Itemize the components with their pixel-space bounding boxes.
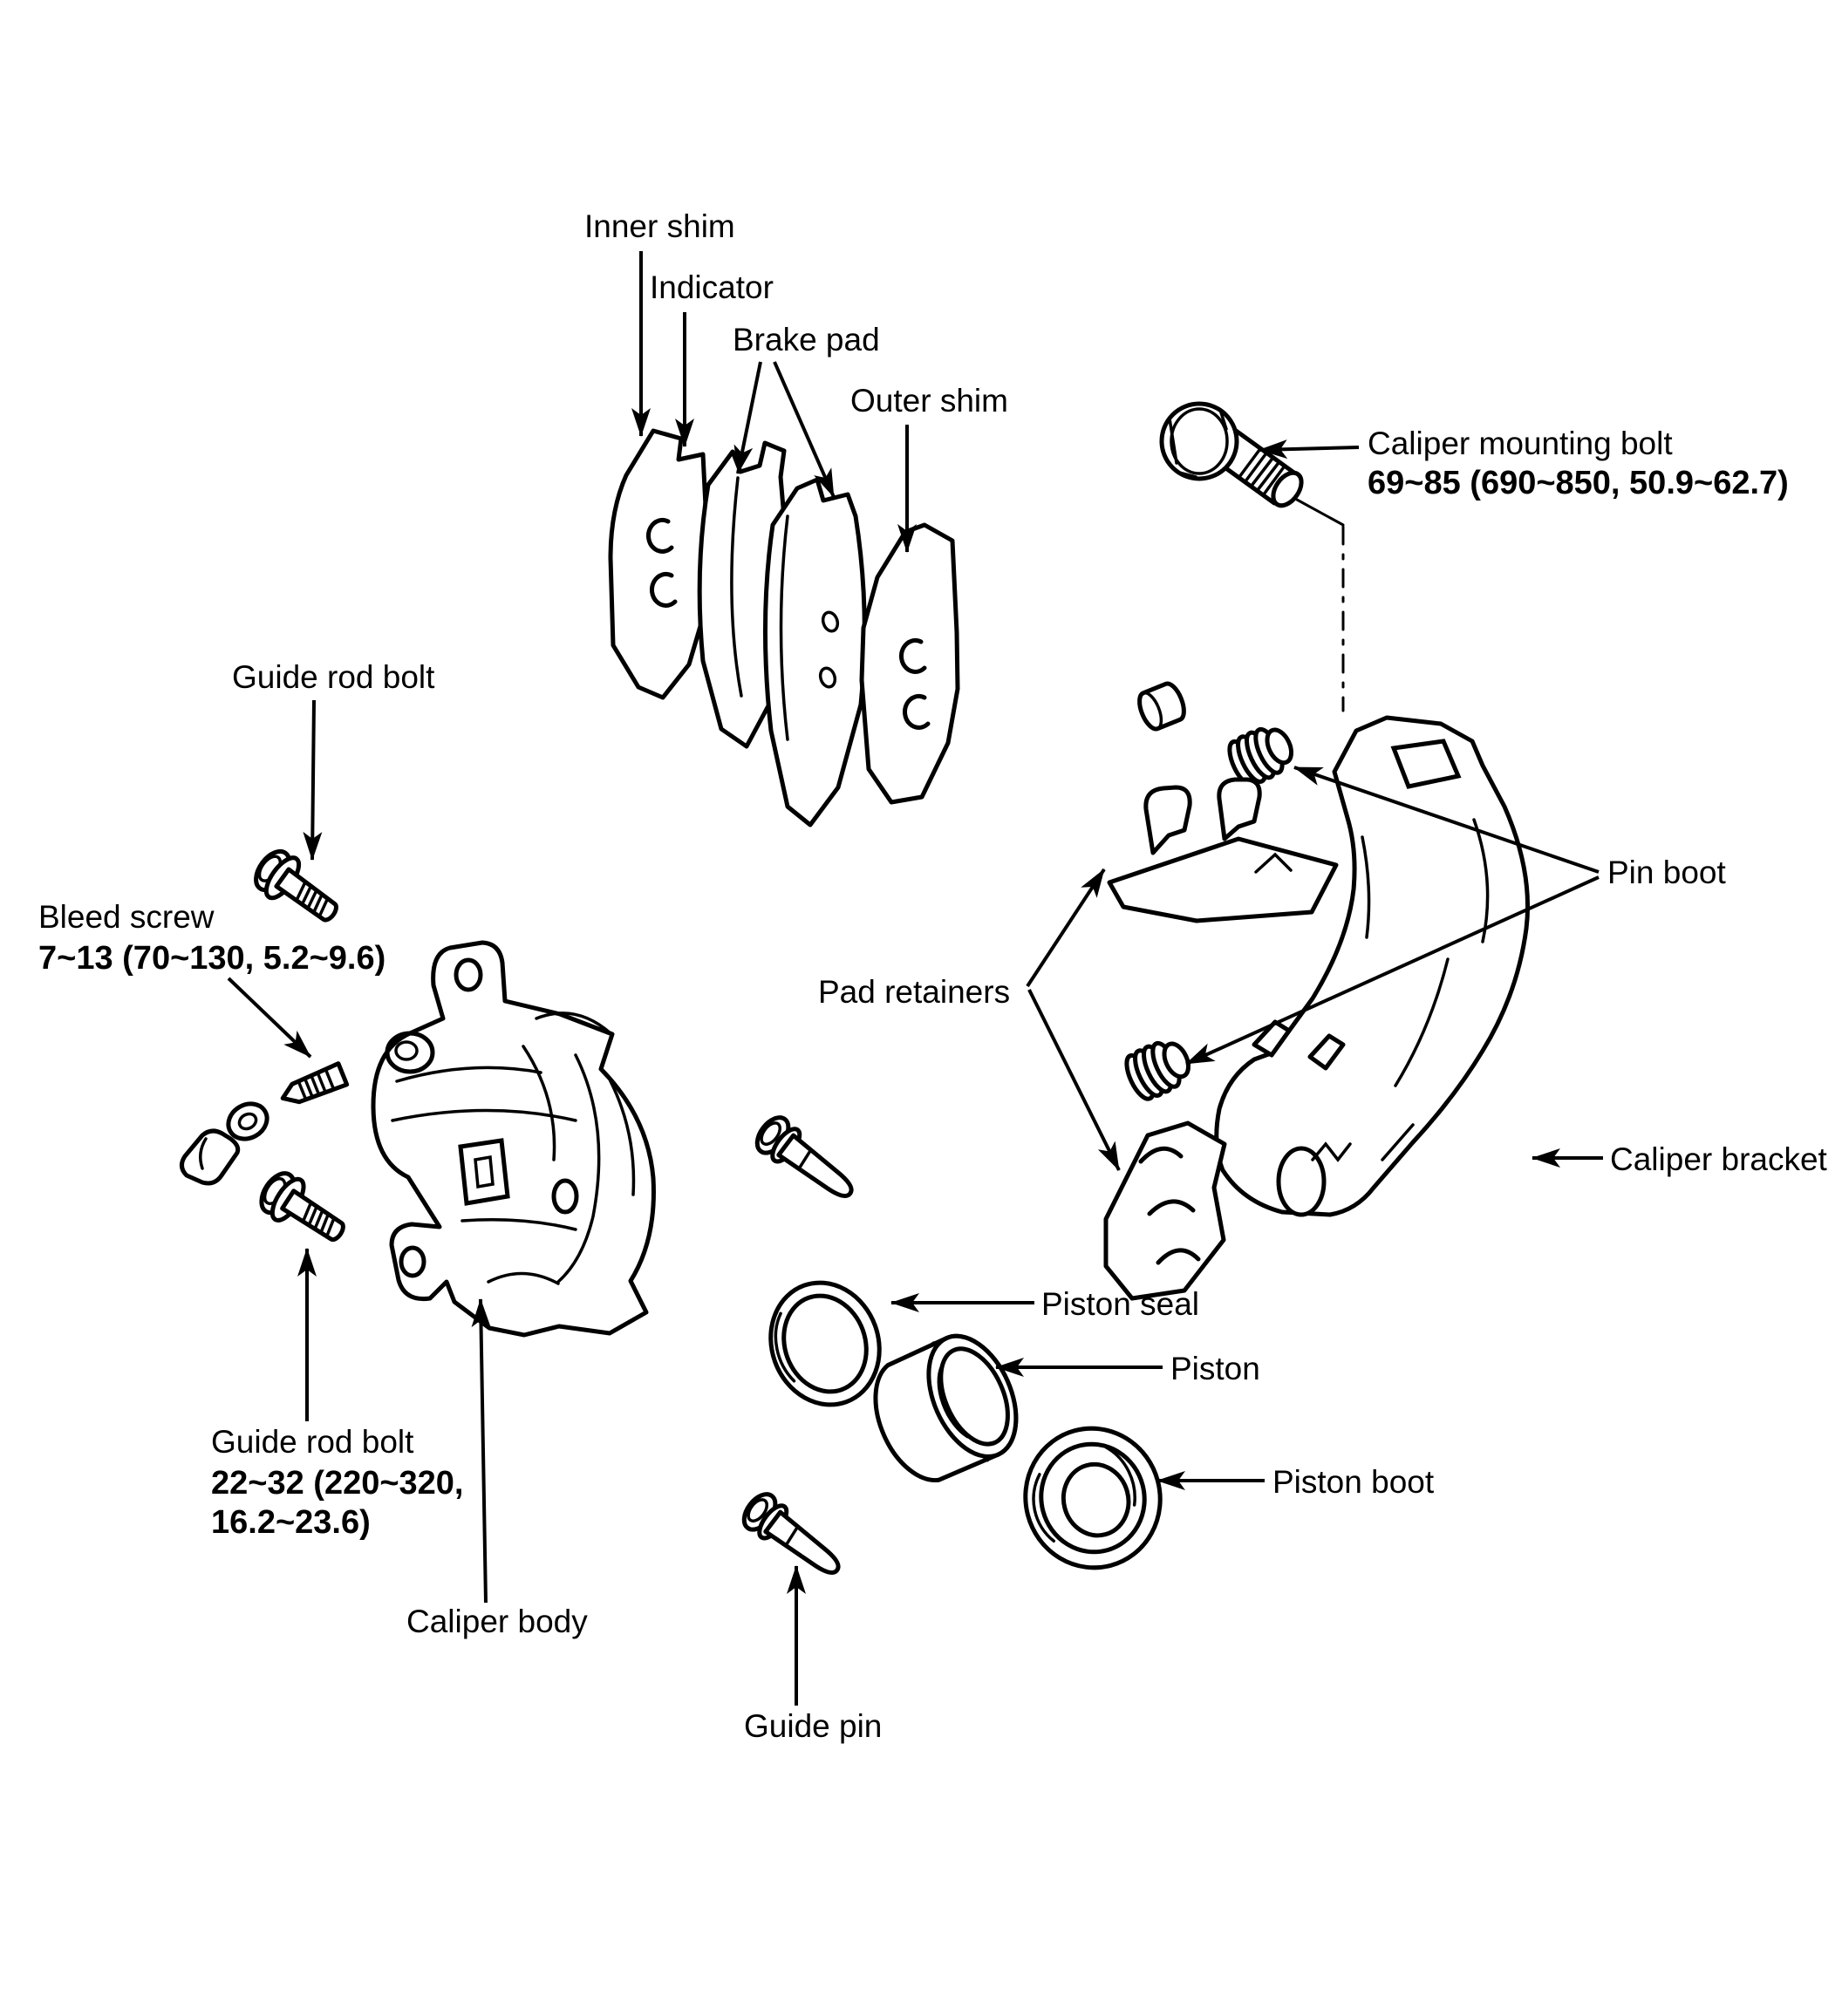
- caliper-bracket-part: [1214, 715, 1531, 1217]
- outer-brake-pad-part: [762, 477, 867, 828]
- label-bleed-screw-torque: 7~13 (70~130, 5.2~9.6): [38, 940, 385, 977]
- guide-rod-bolt-upper-part: [254, 848, 338, 923]
- label-piston-boot: Piston boot: [1272, 1464, 1435, 1500]
- label-caliper-body: Caliper body: [406, 1604, 588, 1639]
- label-caliper-mounting-bolt-torque: 69~85 (690~850, 50.9~62.7): [1368, 465, 1789, 501]
- pin-boot-leader-2: [1185, 875, 1600, 1066]
- pad-retainer-lower-part: [1103, 1120, 1227, 1301]
- label-bleed-screw: Bleed screw: [38, 899, 215, 935]
- guide-rod-bolt-lower-part: [259, 1171, 345, 1243]
- caliper-body-leader: [471, 1298, 491, 1604]
- piston-seal-part: [768, 1280, 882, 1407]
- pad-retainer-upper-part: [1107, 777, 1339, 923]
- pin-boot-upper-part: [1227, 726, 1294, 787]
- label-outer-shim: Outer shim: [850, 383, 1008, 419]
- brake-pad-leader-2: [773, 361, 836, 498]
- label-guide-pin: Guide pin: [744, 1708, 882, 1744]
- label-brake-pad: Brake pad: [733, 322, 880, 358]
- guide-rod-bolt-upper-leader: [303, 699, 323, 861]
- label-guide-rod-bolt-lower-torque-1: 22~32 (220~320,: [211, 1465, 464, 1502]
- label-guide-rod-bolt-lower-torque-2: 16.2~23.6): [211, 1504, 371, 1541]
- label-pad-retainers: Pad retainers: [818, 974, 1010, 1010]
- caliper-mounting-bolt-leader: [1259, 439, 1360, 460]
- bleed-screw-leader: [227, 977, 312, 1059]
- label-caliper-bracket: Caliper bracket: [1610, 1141, 1828, 1177]
- piston-part: [873, 1333, 1019, 1483]
- caliper-body-part: [371, 940, 656, 1338]
- pin-boot-leader-1: [1293, 766, 1600, 874]
- label-inner-shim: Inner shim: [584, 208, 735, 244]
- inner-shim-part: [608, 428, 711, 700]
- guide-pin-upper-part: [754, 1115, 854, 1198]
- bolt-alignment-line: [1295, 498, 1345, 527]
- pad-retainers-leader-1: [1026, 868, 1106, 988]
- pin-sleeve-part: [1137, 681, 1186, 732]
- label-guide-rod-bolt-upper: Guide rod bolt: [232, 659, 435, 695]
- guide-pin-part: [741, 1492, 841, 1575]
- label-pin-boot: Pin boot: [1607, 855, 1726, 890]
- label-caliper-mounting-bolt: Caliper mounting bolt: [1368, 426, 1673, 461]
- pad-retainers-leader-2: [1027, 989, 1121, 1171]
- label-piston: Piston: [1170, 1351, 1260, 1386]
- brake-pad-leader-1: [733, 361, 762, 474]
- label-piston-seal: Piston seal: [1041, 1286, 1199, 1322]
- leader-lines: [227, 251, 1603, 1706]
- caliper-mounting-bolt-part: [1159, 401, 1304, 508]
- label-guide-rod-bolt-lower: Guide rod bolt: [211, 1424, 414, 1460]
- outer-shim-part: [859, 522, 960, 805]
- piston-boot-part: [1023, 1426, 1163, 1570]
- pin-boot-lower-part: [1124, 1040, 1191, 1101]
- bleed-screw-part: [180, 1061, 350, 1186]
- label-indicator: Indicator: [650, 269, 774, 305]
